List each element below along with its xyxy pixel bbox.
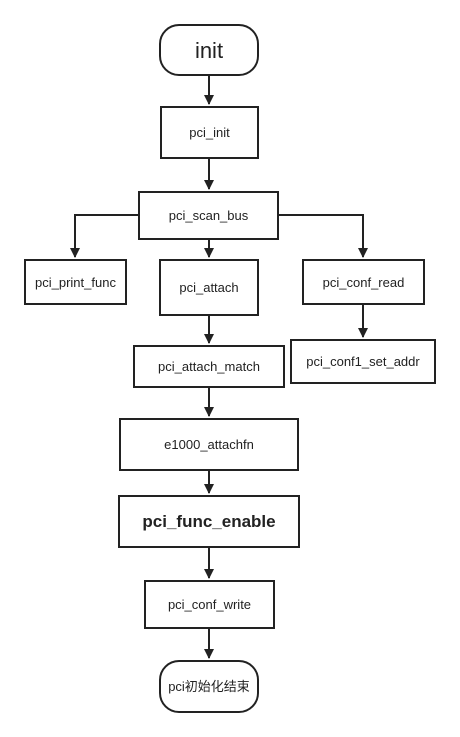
pci-conf-write-node: pci_conf_write xyxy=(144,580,275,629)
pci-init-node: pci_init xyxy=(160,106,259,159)
pci-conf1-set-addr-node: pci_conf1_set_addr xyxy=(290,339,436,384)
e1000-attachfn-node: e1000_attachfn xyxy=(119,418,299,471)
pci-scan-bus-node: pci_scan_bus xyxy=(138,191,279,240)
pci-attach-match-node: pci_attach_match xyxy=(133,345,285,388)
pci-attach-node: pci_attach xyxy=(159,259,259,316)
edge-scan-bus-to-conf-read xyxy=(279,214,368,258)
edge-scan-bus-to-print-func xyxy=(70,214,138,258)
pci-conf-read-node: pci_conf_read xyxy=(302,259,425,305)
pci-print-func-node: pci_print_func xyxy=(24,259,127,305)
pci-func-enable-node: pci_func_enable xyxy=(118,495,300,548)
end-terminal-node: pci初始化结束 xyxy=(159,660,259,713)
start-terminal-node: init xyxy=(159,24,259,76)
